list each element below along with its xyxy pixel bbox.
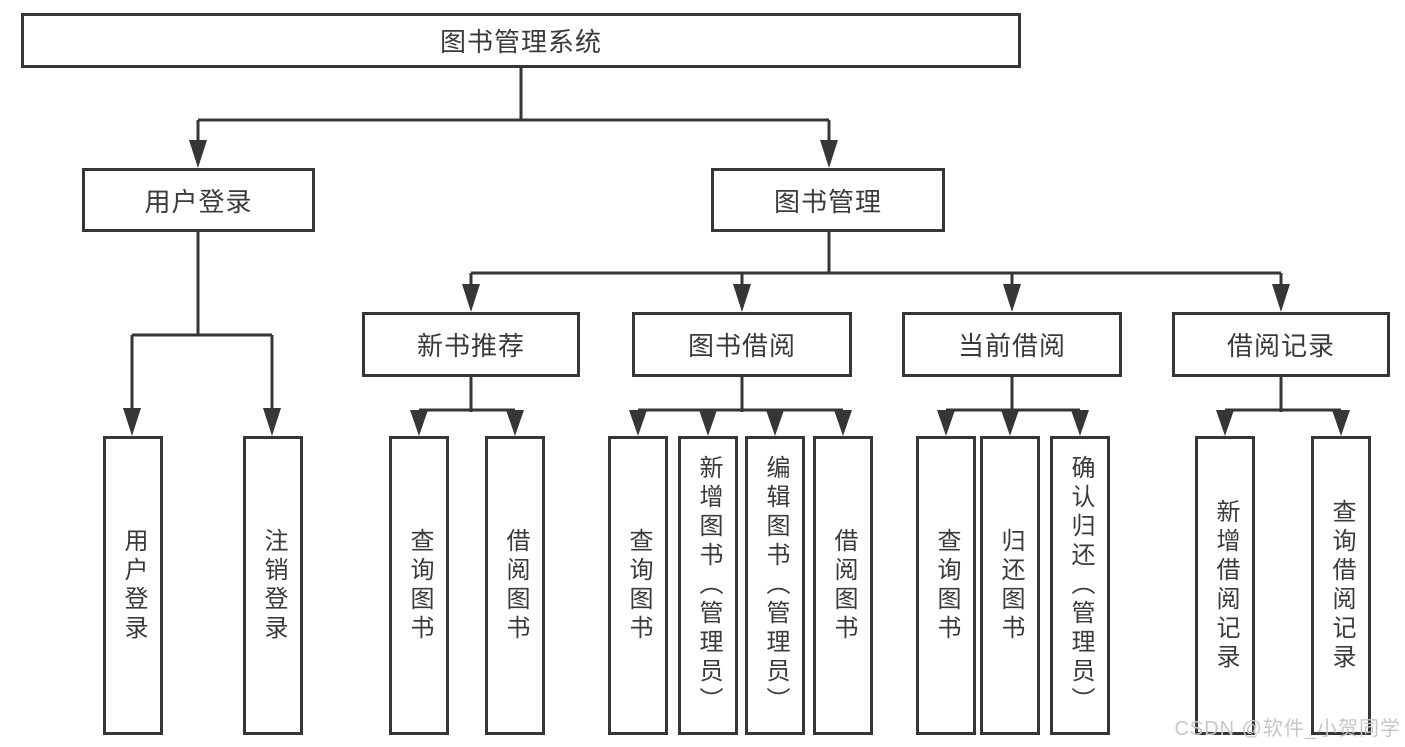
leaf-add-borrow-record: 新增借阅记录 [1195, 436, 1255, 735]
leaf-label: 注销登录 [260, 527, 287, 644]
leaf-label: 查询借阅记录 [1328, 498, 1355, 673]
leaf-edit-books-admin: 编辑图书（管理员） [745, 436, 805, 735]
node-label: 图书管理 [773, 186, 882, 217]
leaf-label: 编辑图书（管理员） [762, 455, 789, 716]
node-user-login: 用户登录 [82, 168, 315, 232]
leaf-query-books-current: 查询图书 [916, 436, 976, 735]
csdn-watermark: CSDN @软件_小贺同学 [1174, 718, 1401, 740]
node-book-management: 图书管理 [711, 168, 945, 232]
node-current-borrowing: 当前借阅 [902, 312, 1122, 377]
node-label: 图书借阅 [687, 331, 796, 361]
node-new-book-recommendation: 新书推荐 [362, 312, 580, 377]
leaf-label: 借阅图书 [502, 527, 529, 644]
leaf-logout: 注销登录 [243, 436, 303, 735]
node-library-management-system: 图书管理系统 [21, 13, 1021, 68]
leaf-return-books: 归还图书 [980, 436, 1040, 735]
leaf-query-books-recommend: 查询图书 [389, 436, 449, 735]
leaf-label: 用户登录 [120, 527, 147, 644]
leaf-label: 归还图书 [997, 527, 1024, 644]
leaf-label: 新增借阅记录 [1212, 498, 1239, 673]
leaf-borrow-books-recommend: 借阅图书 [485, 436, 545, 735]
node-borrowing-records: 借阅记录 [1172, 312, 1390, 377]
node-label: 用户登录 [144, 186, 253, 217]
leaf-query-borrow-record: 查询借阅记录 [1311, 436, 1371, 735]
node-label: 当前借阅 [957, 331, 1066, 361]
leaf-add-books-admin: 新增图书（管理员） [678, 436, 738, 735]
leaf-label: 借阅图书 [830, 527, 857, 644]
leaf-user-login: 用户登录 [103, 436, 163, 735]
leaf-label: 查询图书 [625, 527, 652, 644]
leaf-label: 查询图书 [933, 527, 960, 644]
leaf-label: 新增图书（管理员） [695, 455, 722, 716]
leaf-query-books-borrow: 查询图书 [608, 436, 668, 735]
node-label: 借阅记录 [1226, 331, 1335, 361]
leaf-label: 查询图书 [406, 527, 433, 644]
node-label: 图书管理系统 [439, 27, 602, 57]
node-book-borrowing: 图书借阅 [632, 312, 852, 377]
leaf-borrow-books: 借阅图书 [813, 436, 873, 735]
leaf-confirm-return-admin: 确认归还（管理员） [1050, 436, 1110, 735]
leaf-label: 确认归还（管理员） [1067, 455, 1094, 716]
node-label: 新书推荐 [416, 331, 525, 361]
